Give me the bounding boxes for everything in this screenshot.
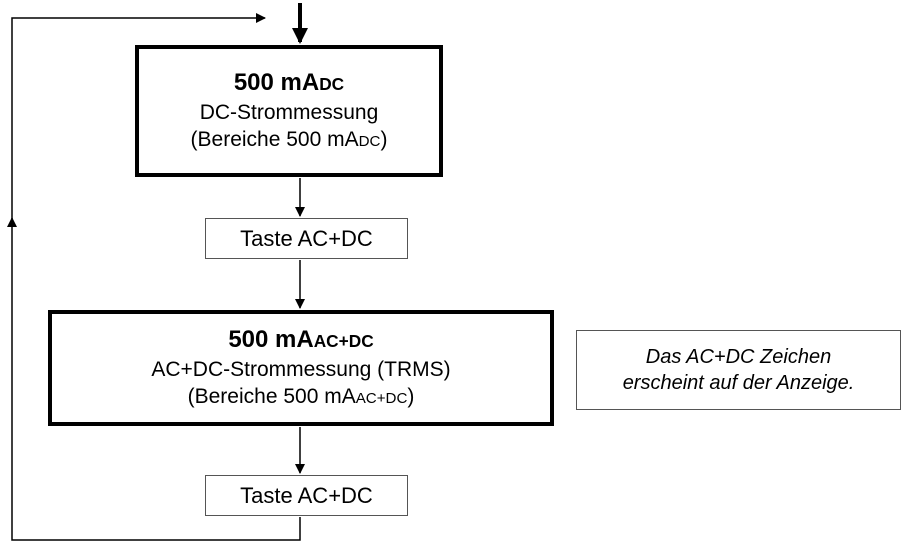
dc-current-measurement-box: 500 mADC DC-Strommessung (Bereiche 500 m… bbox=[135, 45, 443, 177]
acdc-line2-sub: AC+DC bbox=[355, 389, 408, 407]
dc-line2-sub: DC bbox=[358, 132, 381, 150]
acdc-line2-post: ) bbox=[407, 384, 415, 408]
acdc-line2-pre: (Bereiche 500 mA bbox=[187, 384, 356, 408]
dc-box-line2: (Bereiche 500 mADC) bbox=[191, 126, 388, 155]
note-line1: Das AC+DC Zeichen bbox=[645, 346, 832, 368]
acdc-current-measurement-box: 500 mAAC+DC AC+DC-Strommessung (TRMS) (B… bbox=[48, 310, 554, 426]
acdc-title-sub: AC+DC bbox=[313, 330, 374, 351]
dc-line2-pre: (Bereiche 500 mA bbox=[190, 127, 359, 151]
acdc-box-title: 500 mAAC+DC bbox=[228, 325, 373, 356]
dc-line2-post: ) bbox=[380, 127, 388, 151]
taste-acdc-button-1: Taste AC+DC bbox=[205, 218, 408, 259]
acdc-title-main: 500 mA bbox=[228, 325, 314, 353]
dc-box-line1: DC-Strommessung bbox=[199, 100, 379, 124]
note-line2: erscheint auf der Anzeige. bbox=[622, 372, 855, 394]
dc-box-title: 500 mADC bbox=[234, 68, 344, 99]
loop-back-line-lower bbox=[6, 217, 301, 541]
acdc-box-line2: (Bereiche 500 mAAC+DC) bbox=[188, 383, 415, 412]
dc-title-sub: DC bbox=[319, 73, 345, 94]
button1-label: Taste AC+DC bbox=[240, 225, 373, 251]
display-note-box: Das AC+DC Zeichen erscheint auf der Anze… bbox=[576, 330, 901, 410]
button2-label: Taste AC+DC bbox=[240, 482, 373, 508]
dc-title-main: 500 mA bbox=[233, 68, 320, 96]
acdc-box-line1: AC+DC-Strommessung (TRMS) bbox=[151, 357, 451, 381]
taste-acdc-button-2: Taste AC+DC bbox=[205, 475, 408, 516]
loop-back-line-upper bbox=[11, 13, 266, 220]
